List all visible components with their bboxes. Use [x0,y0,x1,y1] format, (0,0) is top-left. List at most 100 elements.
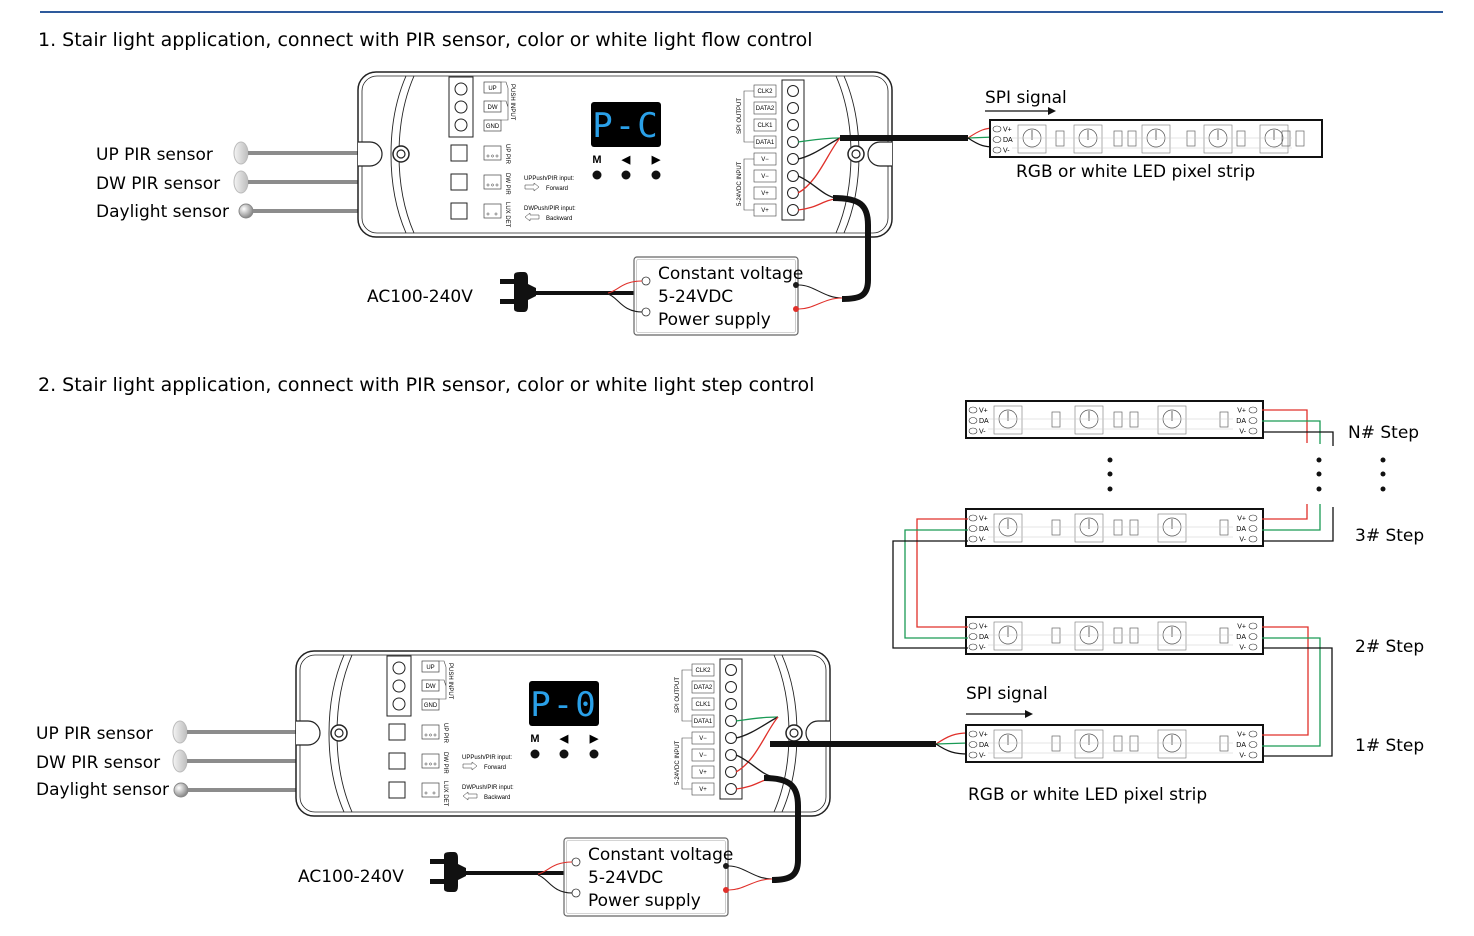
solder-pad [1248,514,1258,522]
sensor-port-label: DW PIR [442,752,448,774]
led-strip-step-2: V+DAV-V+DAV- [965,616,1264,655]
pin-label: DA [1236,526,1246,533]
push-terminal-label: GND [486,124,500,130]
output-terminal-block [719,658,743,800]
solder-pad [968,535,978,543]
dc-minus-terminal [793,282,799,288]
step-label-3: 3# Step [1355,526,1424,546]
ac-terminal-icon [641,276,651,286]
push-terminal-label: UP [426,665,434,671]
solder-pad [1248,741,1258,748]
strip-label-section2: RGB or white LED pixel strip [968,785,1207,805]
spi-terminal-label: DATA2 [694,685,713,691]
output-cable-section2 [770,732,969,755]
strip-body [965,508,1264,547]
section1-title: 1. Stair light application, connect with… [38,29,812,51]
spi-signal-label-section2: SPI signal [966,684,1048,704]
sensor-port-icon [483,145,502,161]
solder-pad [968,622,978,630]
ac-terminal-icon [641,307,651,317]
dw-input-note: DWPush/PIR input: [524,206,576,212]
psu-box [563,837,729,917]
terminal-screw [454,82,468,96]
pin-label: V+ [1003,127,1012,134]
step-label-n: N# Step [1348,423,1419,443]
sensor-port-icon [483,203,502,219]
pin-label: V+ [979,408,988,415]
solder-pad [1248,730,1258,738]
terminal-screw [725,664,737,676]
dc-plus-terminal [793,306,799,312]
led-display [591,102,661,147]
power-cable-section1 [832,195,871,302]
right-button [589,749,599,759]
pin-label: V- [979,753,986,760]
push-terminal-label: DW [426,684,436,690]
left-button-label: ◀ [621,154,631,166]
mode-button-label: M [592,154,601,166]
spi-terminal-label: DATA2 [756,106,775,112]
solder-pad [1248,406,1258,414]
sensor-port-label: UP PIR [504,144,510,165]
terminal-screw [787,119,799,131]
resistor-icon [1129,411,1139,428]
backward-arrow-icon [462,791,478,801]
pin-label: DA [979,742,989,749]
pixel-led-icon [1074,621,1104,651]
power-terminal-label: V− [761,157,769,163]
mode-button [530,749,540,759]
terminal-screw [787,153,799,165]
pin-label: V+ [1237,624,1246,631]
led-strip-step-n: V+DAV-V+DAV- [965,400,1264,439]
mode-button-label: M [530,733,539,745]
sensor-port-label: LUX DET [442,781,448,807]
left-button [559,749,569,759]
dc-plus-terminal [723,887,729,893]
led-strip-step-3: V+DAV-V+DAV- [965,508,1264,547]
psu-text: Power supply [658,310,771,330]
psu-box [633,256,799,336]
forward-label: Forward [546,186,568,192]
solder-pad [968,514,978,522]
spi-terminal-label: CLK2 [757,89,773,95]
ac-terminal-icon [571,857,581,867]
terminal-screw [725,681,737,693]
spi-output-label: SPI OUTPUT [737,98,743,134]
ac-terminal-icon [571,888,581,898]
power-terminal-label: V+ [699,770,707,776]
power-terminal-label: V− [699,736,707,742]
pixel-led-icon [993,513,1023,543]
pin-label: V- [979,537,986,544]
backward-label: Backward [546,216,572,222]
right-button [651,170,661,180]
power-terminal-label: V+ [761,191,769,197]
pixel-led-icon [1259,124,1289,154]
resistor-icon [1129,627,1139,644]
pixel-led-icon [1157,405,1187,435]
solder-pad [1248,525,1258,532]
display-readout: P-C [592,106,659,146]
resistor-icon [1113,519,1123,536]
pin-label: V- [1239,645,1246,652]
resistor-icon [1236,130,1246,147]
power-input-label: 5-24VDC INPUT [675,740,681,785]
psu-text: Constant voltage [588,845,733,865]
led-pixel-strip-section1: V+DAV- [989,119,1323,158]
solder-pad [1248,535,1258,543]
pixel-led-icon [1203,124,1233,154]
solder-pad [1248,633,1258,640]
solder-pad [1248,622,1258,630]
psu-text: Power supply [588,891,701,911]
pixel-led-icon [1074,729,1104,759]
forward-arrow-icon [524,182,540,192]
sensor-socket [450,144,468,162]
strip-body [965,400,1264,439]
sensor-port-label: UP PIR [442,723,448,744]
ac-label-section2: AC100-240V [298,867,404,887]
backward-arrow-icon [524,212,540,222]
pixel-led-icon [993,729,1023,759]
dc-minus-terminal [723,863,729,869]
ac-plug-icon [430,852,566,892]
pin-label: DA [979,418,989,425]
